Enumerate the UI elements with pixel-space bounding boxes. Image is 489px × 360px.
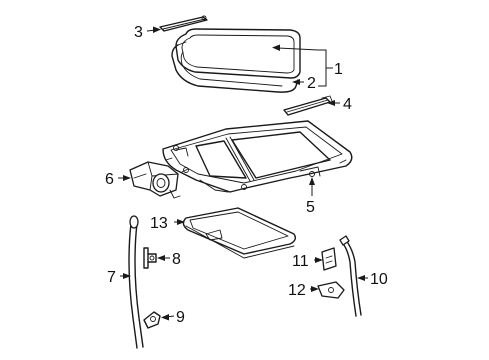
callout-10: 10 <box>370 271 388 288</box>
callout-12: 12 <box>288 282 306 299</box>
callout-8: 8 <box>172 251 181 268</box>
part-11-bracket <box>321 247 337 271</box>
callout-7: 7 <box>107 269 116 286</box>
part-8-clip <box>143 247 157 269</box>
part-6-motor <box>129 161 181 199</box>
callout-11: 11 <box>292 253 309 270</box>
callout-13: 13 <box>150 215 168 232</box>
callout-2: 2 <box>307 75 316 92</box>
part-7-drain-hose <box>128 215 144 349</box>
part-1-glass-panel <box>175 28 301 79</box>
callout-6: 6 <box>105 171 114 188</box>
part-9-clip <box>143 311 161 329</box>
part-5-housing-frame <box>162 120 353 193</box>
part-13-sunshade <box>182 207 297 259</box>
part-12-bracket <box>317 281 345 299</box>
callout-labels: 1 2 3 4 5 6 7 8 9 10 11 12 13 <box>105 24 388 326</box>
part-4-strip <box>283 95 333 116</box>
callout-4: 4 <box>343 96 352 113</box>
part-10-drain-hose <box>339 235 362 317</box>
callout-3: 3 <box>134 24 143 41</box>
part-3-strip <box>159 15 208 32</box>
part-2-weatherstrip <box>171 41 299 93</box>
callout-5: 5 <box>306 199 315 216</box>
callout-1: 1 <box>334 61 343 78</box>
callout-9: 9 <box>176 309 185 326</box>
leader-lines <box>118 26 368 321</box>
